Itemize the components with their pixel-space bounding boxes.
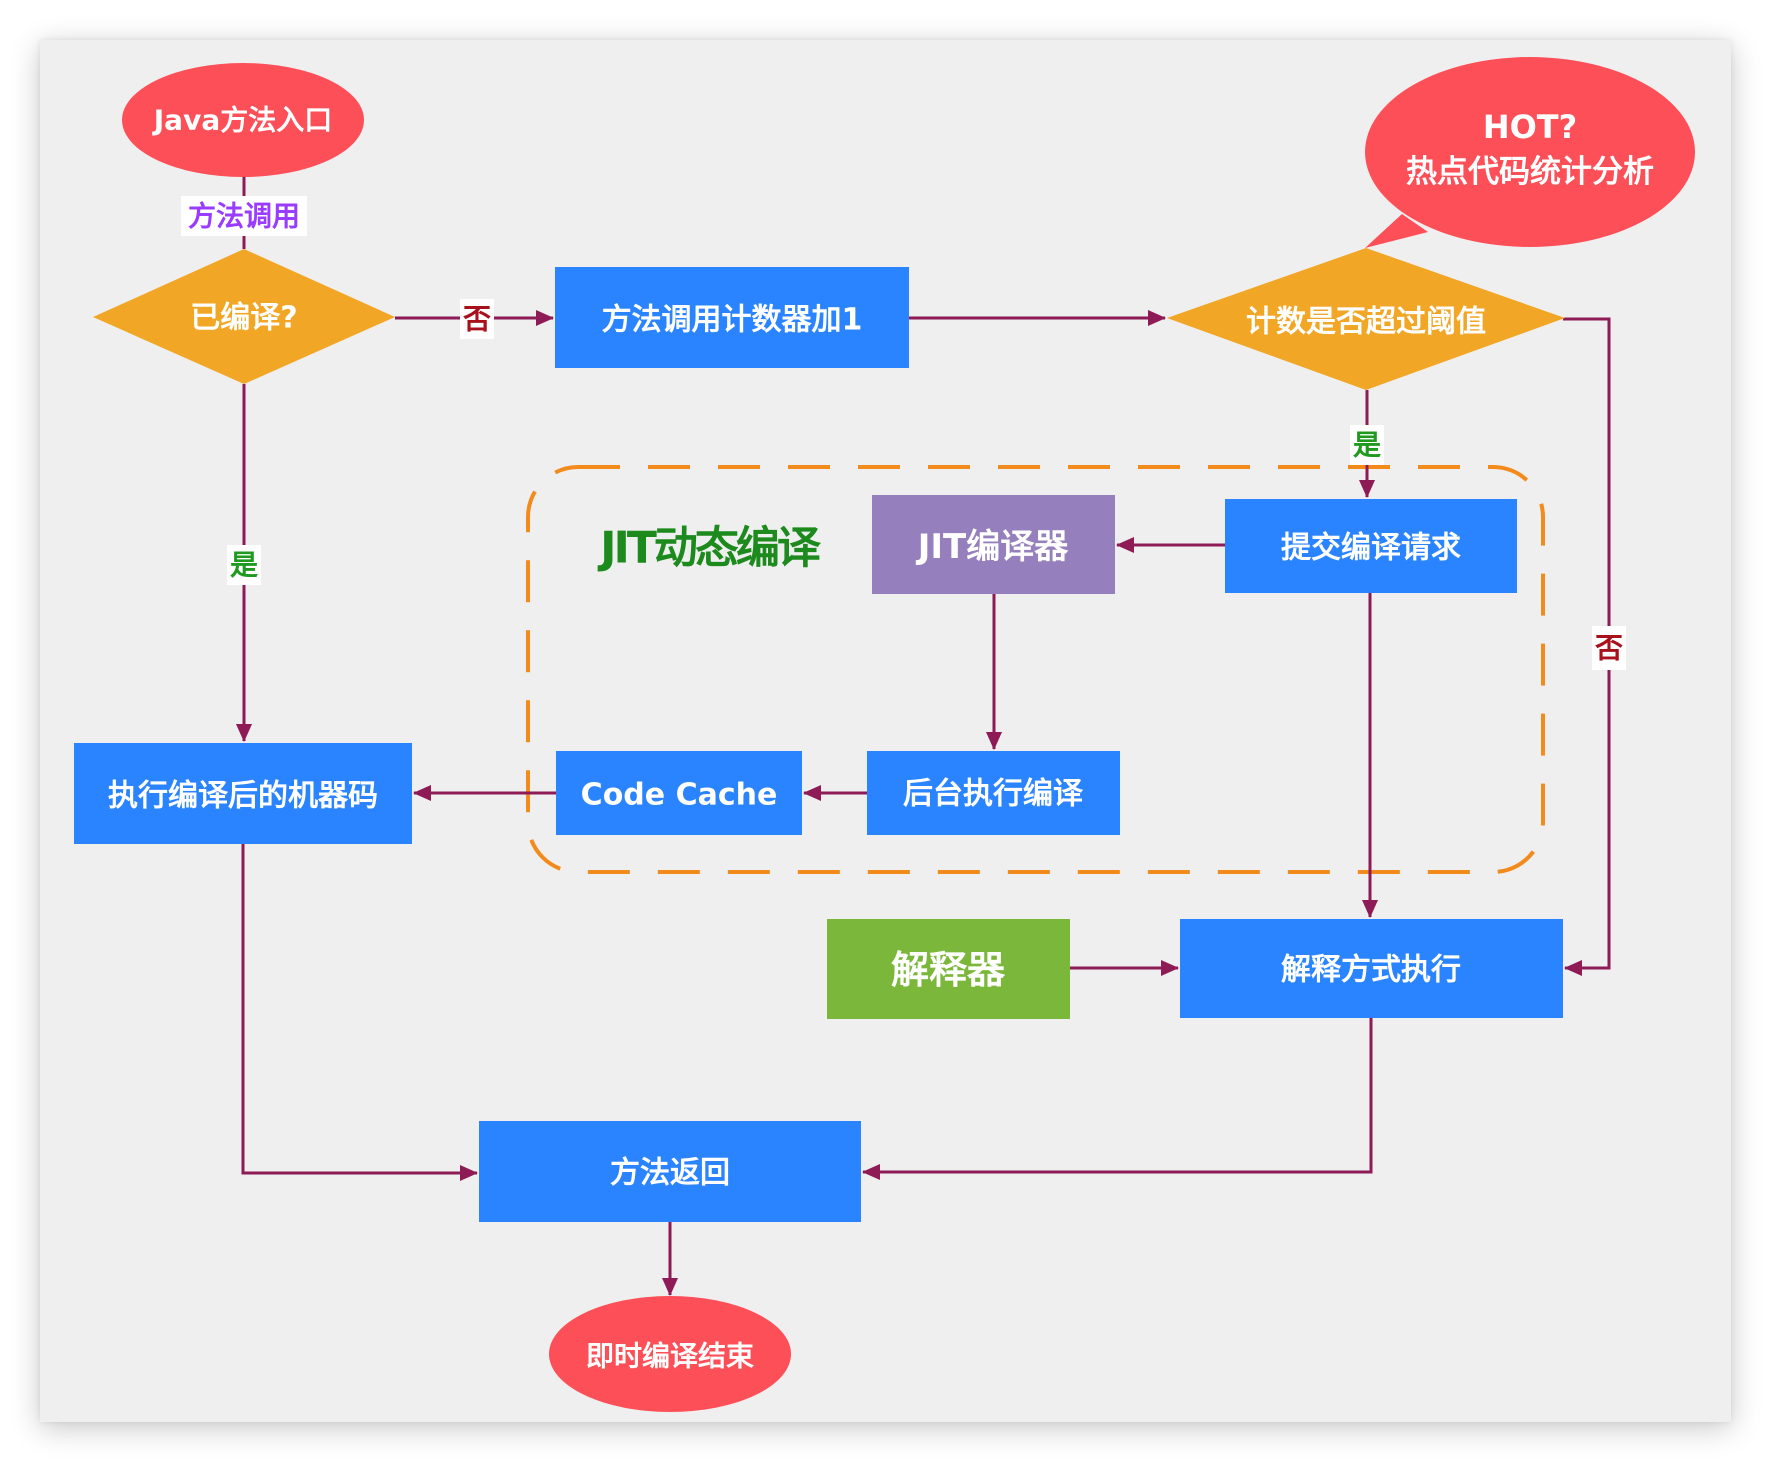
node-interpreter[interactable]: 解释器 bbox=[827, 919, 1070, 1019]
node-code-cache[interactable]: Code Cache bbox=[556, 751, 802, 835]
edge-label-compiled-no-text: 否 bbox=[463, 303, 491, 336]
node-start-label: Java方法入口 bbox=[152, 104, 332, 137]
node-code-cache-label: Code Cache bbox=[581, 778, 778, 813]
node-background-compile[interactable]: 后台执行编译 bbox=[867, 751, 1120, 835]
node-jit-compiler-label: JIT编译器 bbox=[916, 527, 1069, 567]
node-end-label: 即时编译结束 bbox=[586, 1340, 754, 1373]
edge-label-compiled-yes-text: 是 bbox=[230, 549, 258, 582]
node-end[interactable]: 即时编译结束 bbox=[549, 1296, 791, 1412]
edge-label-threshold-yes: 是 bbox=[1350, 425, 1384, 465]
node-submit-request[interactable]: 提交编译请求 bbox=[1225, 499, 1517, 593]
node-exec-machine-code[interactable]: 执行编译后的机器码 bbox=[74, 743, 412, 844]
node-compiled-check-label: 已编译? bbox=[190, 301, 297, 336]
node-threshold-check[interactable]: 计数是否超过阈值 bbox=[1167, 248, 1565, 390]
node-threshold-check-label: 计数是否超过阈值 bbox=[1246, 305, 1486, 340]
node-interpret-exec-label: 解释方式执行 bbox=[1281, 953, 1461, 988]
edge-label-compiled-no: 否 bbox=[460, 299, 494, 339]
jit-group-border bbox=[526, 465, 1545, 874]
edge-label-threshold-no-text: 否 bbox=[1595, 632, 1623, 665]
jit-group-title: JIT动态编译 bbox=[597, 523, 822, 574]
edge-label-method-call: 方法调用 bbox=[181, 196, 307, 236]
edge-label-threshold-yes-text: 是 bbox=[1353, 429, 1381, 462]
node-method-return[interactable]: 方法返回 bbox=[479, 1121, 861, 1222]
node-method-return-label: 方法返回 bbox=[610, 1156, 730, 1191]
edge-label-threshold-no: 否 bbox=[1592, 626, 1626, 670]
node-background-compile-label: 后台执行编译 bbox=[903, 777, 1084, 812]
edge-label-method-call-text: 方法调用 bbox=[188, 200, 300, 233]
node-interpret-exec[interactable]: 解释方式执行 bbox=[1180, 919, 1563, 1018]
node-hot-line1: HOT? bbox=[1483, 108, 1577, 146]
edge-label-compiled-yes: 是 bbox=[227, 545, 261, 585]
node-jit-compiler[interactable]: JIT编译器 bbox=[872, 495, 1115, 594]
node-submit-request-label: 提交编译请求 bbox=[1281, 531, 1461, 566]
node-start[interactable]: Java方法入口 bbox=[122, 63, 364, 177]
edges bbox=[236, 177, 1611, 1296]
node-interpreter-label: 解释器 bbox=[891, 948, 1006, 992]
node-hot-bubble[interactable]: HOT? 热点代码统计分析 bbox=[1365, 57, 1695, 248]
node-counter-inc[interactable]: 方法调用计数器加1 bbox=[555, 267, 909, 368]
node-hot-line2: 热点代码统计分析 bbox=[1406, 154, 1654, 190]
edge-exec-to-return bbox=[241, 844, 478, 1181]
node-compiled-check[interactable]: 已编译? bbox=[93, 249, 395, 384]
node-exec-machine-code-label: 执行编译后的机器码 bbox=[108, 779, 378, 814]
edge-interpret-to-return bbox=[862, 1018, 1373, 1180]
node-counter-inc-label: 方法调用计数器加1 bbox=[602, 303, 863, 338]
